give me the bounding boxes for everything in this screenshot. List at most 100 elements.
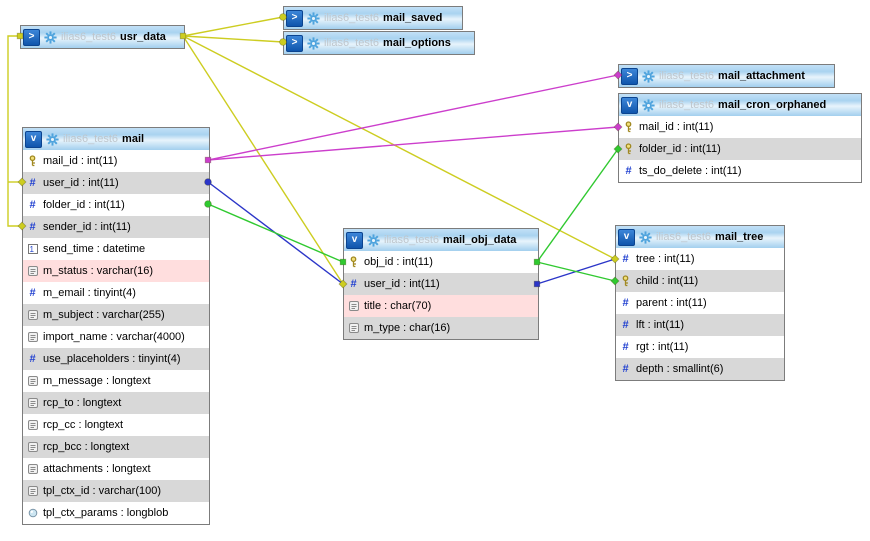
field-row-mail-use_placeholders[interactable]: #use_placeholders : tinyint(4)	[23, 348, 209, 370]
field-row-mail-folder_id[interactable]: #folder_id : int(11)	[23, 194, 209, 216]
schema-prefix: ilias6_test6	[659, 70, 715, 82]
options-gear-icon	[639, 230, 652, 244]
expand-toggle-icon[interactable]: >	[621, 67, 638, 85]
field-label: m_subject : varchar(255)	[43, 309, 165, 321]
field-row-mail_tree-rgt[interactable]: # rgt : int(11)	[616, 336, 784, 358]
field-row-mail-user_id[interactable]: #user_id : int(11)	[23, 172, 209, 194]
table-options-button[interactable]	[639, 230, 652, 244]
text-field-icon	[27, 485, 38, 497]
field-label: m_message : longtext	[43, 375, 151, 387]
text-field-icon	[27, 309, 38, 321]
numeric-field-icon: #	[622, 362, 629, 375]
numeric-field-icon: #	[622, 340, 629, 353]
table-options-button[interactable]	[307, 11, 320, 25]
numeric-field-icon: #	[622, 252, 629, 265]
field-label: m_email : tinyint(4)	[43, 287, 136, 299]
field-row-mail_obj_data-m_type[interactable]: m_type : char(16)	[344, 317, 538, 339]
field-label: rcp_bcc : longtext	[43, 441, 130, 453]
field-row-mail-m_email[interactable]: #m_email : tinyint(4)	[23, 282, 209, 304]
field-row-mail_obj_data-title[interactable]: title : char(70)	[344, 295, 538, 317]
text-field-icon	[27, 441, 38, 453]
field-label: rgt : int(11)	[636, 341, 689, 353]
relation-line-mail.mail_id-to-mail_cron_orphaned.mail_id	[207, 126, 619, 161]
field-row-mail-attachments[interactable]: attachments : longtext	[23, 458, 209, 480]
calendar-icon: 1	[27, 243, 38, 255]
field-row-mail_obj_data-user_id[interactable]: #user_id : int(11)	[344, 273, 538, 295]
table-options-button[interactable]	[307, 36, 320, 50]
collapse-toggle-icon[interactable]: v	[618, 228, 635, 246]
field-row-mail-m_status[interactable]: m_status : varchar(16)	[23, 260, 209, 282]
primary-key-icon	[623, 143, 634, 155]
field-row-mail_tree-parent[interactable]: #parent : int(11)	[616, 292, 784, 314]
expand-toggle-icon[interactable]: >	[23, 28, 40, 46]
field-row-mail-rcp_cc[interactable]: rcp_cc : longtext	[23, 414, 209, 436]
field-row-mail-rcp_bcc[interactable]: rcp_bcc : longtext	[23, 436, 209, 458]
field-row-mail_cron_orphaned-folder_id[interactable]: folder_id : int(11)	[619, 138, 861, 160]
field-row-mail_tree-depth[interactable]: #depth : smallint(6)	[616, 358, 784, 380]
field-row-mail_tree-tree[interactable]: #tree : int(11)	[616, 248, 784, 270]
collapse-toggle-icon[interactable]: v	[346, 231, 363, 249]
relation-line-usr_data-to-mail_tree.tree	[182, 35, 616, 260]
blob-field-icon	[27, 507, 38, 519]
field-rows: mail_id : int(11)#user_id : int(11)#fold…	[23, 150, 209, 524]
field-label: import_name : varchar(4000)	[43, 331, 185, 343]
field-label: lft : int(11)	[636, 319, 685, 331]
field-row-mail_obj_data-obj_id[interactable]: obj_id : int(11)	[344, 251, 538, 273]
field-label: title : char(70)	[364, 300, 432, 312]
expand-toggle-icon[interactable]: >	[286, 9, 303, 27]
field-label: m_status : varchar(16)	[43, 265, 154, 277]
primary-key-icon	[623, 121, 634, 133]
table-options-button[interactable]	[367, 233, 380, 247]
table-options-button[interactable]	[46, 132, 59, 146]
options-gear-icon	[44, 30, 57, 44]
relation-line-usr_data-to-mail_options	[182, 35, 284, 43]
field-row-mail-tpl_ctx_params[interactable]: tpl_ctx_params : longblob	[23, 502, 209, 524]
table-options-button[interactable]	[642, 98, 655, 112]
field-label: folder_id : int(11)	[639, 143, 721, 155]
options-gear-icon	[367, 233, 380, 247]
schema-prefix: ilias6_test6	[61, 31, 117, 43]
relation-line-mail.folder_id-to-mail_obj_data.obj_id	[207, 203, 344, 263]
field-row-mail_cron_orphaned-mail_id[interactable]: mail_id : int(11)	[619, 116, 861, 138]
table-name: usr_data	[120, 31, 166, 43]
field-row-mail-tpl_ctx_id[interactable]: tpl_ctx_id : varchar(100)	[23, 480, 209, 502]
field-label: tpl_ctx_id : varchar(100)	[43, 485, 161, 497]
field-row-mail_tree-lft[interactable]: # lft : int(11)	[616, 314, 784, 336]
expand-toggle-icon[interactable]: >	[286, 34, 303, 52]
field-label: tpl_ctx_params : longblob	[43, 507, 169, 519]
field-rows: #tree : int(11)child : int(11)#parent : …	[616, 248, 784, 380]
field-row-mail-mail_id[interactable]: mail_id : int(11)	[23, 150, 209, 172]
schema-prefix: ilias6_test6	[324, 37, 380, 49]
field-row-mail-sender_id[interactable]: #sender_id : int(11)	[23, 216, 209, 238]
field-row-mail_cron_orphaned-ts_do_delete[interactable]: #ts_do_delete : int(11)	[619, 160, 861, 182]
text-field-icon	[27, 331, 38, 343]
collapse-toggle-icon[interactable]: v	[621, 96, 638, 114]
field-row-mail-m_message[interactable]: m_message : longtext	[23, 370, 209, 392]
field-row-mail-m_subject[interactable]: m_subject : varchar(255)	[23, 304, 209, 326]
field-rows: obj_id : int(11)#user_id : int(11) title …	[344, 251, 538, 339]
table-options-button[interactable]	[44, 30, 57, 44]
table-name: mail_options	[383, 37, 451, 49]
collapse-toggle-icon[interactable]: v	[25, 130, 42, 148]
options-gear-icon	[642, 98, 655, 112]
numeric-field-icon: #	[622, 318, 629, 331]
field-row-mail_tree-child[interactable]: child : int(11)	[616, 270, 784, 292]
field-row-mail-rcp_to[interactable]: rcp_to : longtext	[23, 392, 209, 414]
table-options-button[interactable]	[642, 69, 655, 83]
field-label: m_type : char(16)	[364, 322, 451, 334]
field-label: use_placeholders : tinyint(4)	[43, 353, 181, 365]
field-row-mail-import_name[interactable]: import_name : varchar(4000)	[23, 326, 209, 348]
